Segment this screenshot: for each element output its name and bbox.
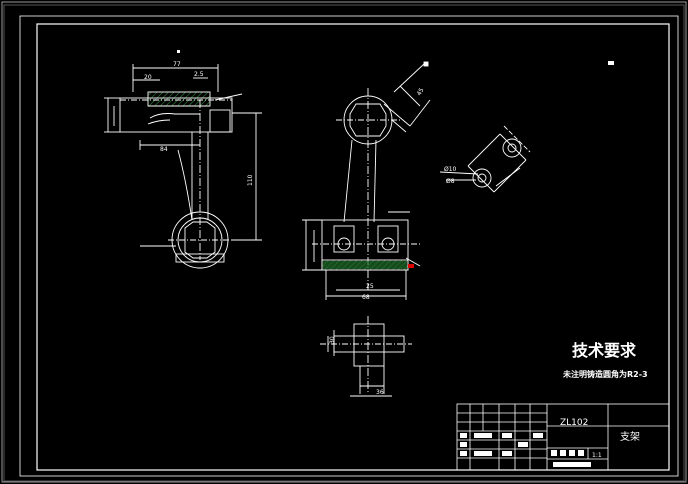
detail-view-labels: Ø10 Ø8 — [444, 166, 457, 185]
section-view-labels: 30 36 — [329, 336, 384, 396]
title-block-part-name: 支架 — [620, 431, 640, 443]
front-view-labels: 25 68 45 — [362, 87, 426, 301]
dim-d8: Ø8 — [446, 178, 455, 185]
base-hatch-fill — [323, 261, 407, 269]
sheet-outer-border — [19, 15, 679, 477]
dim-84: 84 — [160, 146, 168, 153]
hatch-accent-mark — [408, 264, 414, 268]
dim-36: 36 — [376, 389, 384, 396]
title-block-marks — [460, 433, 591, 467]
dim-45: 45 — [416, 87, 426, 97]
dim-2-5: 2.5 — [194, 71, 204, 78]
left-view — [104, 64, 262, 269]
dim-25: 25 — [366, 283, 374, 290]
dim-68: 68 — [362, 294, 370, 301]
detail-view — [439, 125, 531, 193]
tech-requirements-note: 未注明铸造圆角为R2-3 — [562, 369, 648, 379]
tech-requirements-title: 技术要求 — [572, 341, 637, 360]
left-view-labels: 77 20 2.5 84 110 — [144, 61, 254, 186]
sheet-inner-border — [36, 23, 670, 471]
dim-20: 20 — [144, 74, 152, 81]
dim-110: 110 — [247, 174, 254, 186]
title-block-material: ZL102 — [560, 418, 588, 428]
roughness-mark — [608, 61, 614, 65]
section-view — [320, 316, 412, 397]
title-block-scale: 1:1 — [592, 452, 602, 459]
dim-30: 30 — [329, 336, 336, 344]
title-block — [456, 403, 670, 471]
viewport-border — [3, 4, 685, 482]
dim-d10: Ø10 — [444, 166, 457, 173]
view-label-mark — [177, 50, 180, 53]
dim-77: 77 — [173, 61, 181, 68]
